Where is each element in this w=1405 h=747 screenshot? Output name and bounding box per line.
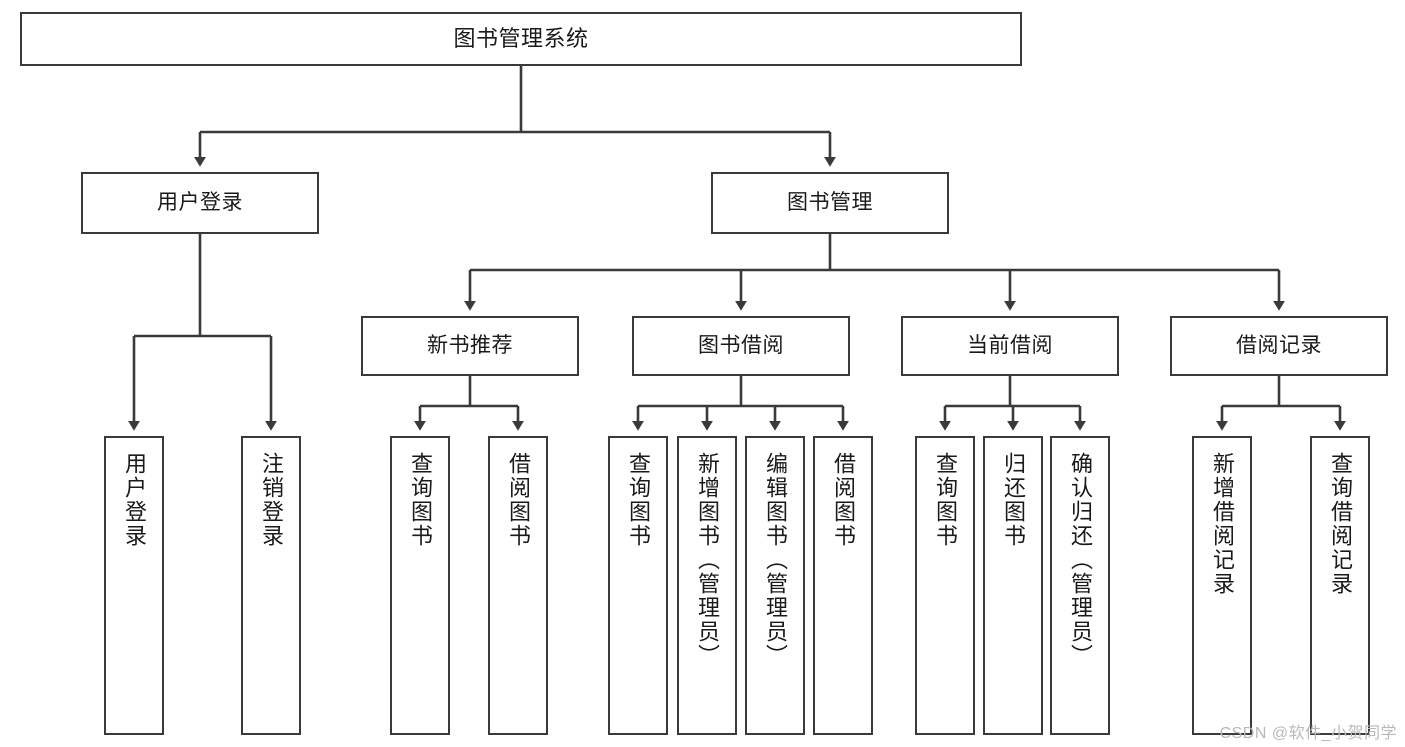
node-l-nb-borrow: 借阅图书 — [488, 436, 548, 735]
node-record: 借阅记录 — [1170, 316, 1388, 376]
node-label: 图书借阅 — [698, 334, 784, 358]
node-l-bo-lend: 借阅图书 — [813, 436, 873, 735]
node-label: 新增借阅记录 — [1209, 452, 1235, 596]
node-borrow: 图书借阅 — [632, 316, 850, 376]
node-l-nb-query: 查询图书 — [390, 436, 450, 735]
node-l-re-add: 新增借阅记录 — [1192, 436, 1252, 735]
node-l-cu-confirm: 确认归还（管理员） — [1050, 436, 1110, 735]
node-bookmgmt: 图书管理 — [711, 172, 949, 234]
node-label: 确认归还（管理员） — [1067, 452, 1093, 668]
node-l-re-query: 查询借阅记录 — [1310, 436, 1370, 735]
node-root: 图书管理系统 — [20, 12, 1022, 66]
node-newbook: 新书推荐 — [361, 316, 579, 376]
node-label: 用户登录 — [157, 191, 243, 215]
node-label: 编辑图书（管理员） — [762, 452, 788, 668]
node-label: 借阅图书 — [830, 452, 856, 548]
node-login: 用户登录 — [81, 172, 319, 234]
node-l-logout: 注销登录 — [241, 436, 301, 735]
node-label: 借阅图书 — [505, 452, 531, 548]
node-l-bo-query: 查询图书 — [608, 436, 668, 735]
node-label: 注销登录 — [258, 452, 284, 548]
node-l-bo-edit: 编辑图书（管理员） — [745, 436, 805, 735]
node-label: 查询图书 — [625, 452, 651, 548]
node-current: 当前借阅 — [901, 316, 1119, 376]
node-label: 图书管理 — [787, 191, 873, 215]
watermark-text: CSDN @软件_小贺同学 — [1219, 725, 1397, 742]
node-l-userlogin: 用户登录 — [104, 436, 164, 735]
node-label: 归还图书 — [1000, 452, 1026, 548]
node-label: 新书推荐 — [427, 334, 513, 358]
node-label: 查询借阅记录 — [1327, 452, 1353, 596]
node-l-bo-add: 新增图书（管理员） — [677, 436, 737, 735]
node-label: 新增图书（管理员） — [694, 452, 720, 668]
node-label: 图书管理系统 — [453, 25, 589, 51]
node-label: 查询图书 — [932, 452, 958, 548]
node-label: 用户登录 — [121, 452, 147, 548]
node-l-cu-query: 查询图书 — [915, 436, 975, 735]
node-label: 查询图书 — [407, 452, 433, 548]
node-l-cu-return: 归还图书 — [983, 436, 1043, 735]
node-label: 当前借阅 — [967, 334, 1053, 358]
node-label: 借阅记录 — [1236, 334, 1322, 358]
